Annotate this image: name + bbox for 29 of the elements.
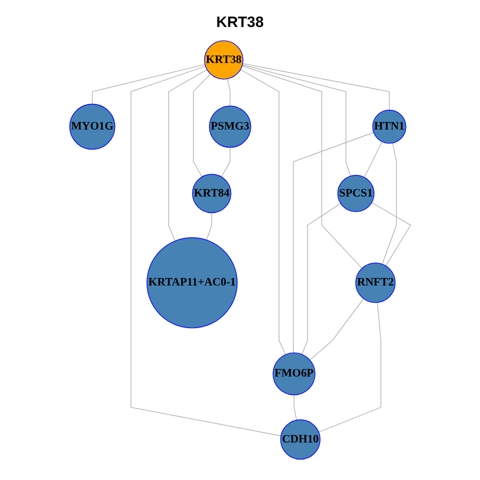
connector <box>168 69 208 242</box>
connector <box>242 64 351 176</box>
connector <box>318 302 382 433</box>
node-circle: RNFT2 <box>355 262 396 303</box>
connector <box>92 64 206 104</box>
connector <box>242 63 390 110</box>
title: KRT38 <box>216 14 264 31</box>
connector <box>206 212 212 240</box>
connector <box>242 66 362 269</box>
connector <box>240 69 286 356</box>
connector <box>220 147 230 178</box>
connector <box>294 394 297 420</box>
connector <box>130 66 282 436</box>
node-circle: PSMG3 <box>208 106 251 148</box>
connector <box>382 142 397 265</box>
connector <box>192 73 211 178</box>
node-circle: KRT84 <box>192 174 232 214</box>
node-circle: SPCS1 <box>337 174 374 212</box>
node-circle: CDH10 <box>280 419 320 460</box>
node-circle: MYO1G <box>69 104 116 150</box>
connector <box>309 298 364 360</box>
node-circle: HTN1 <box>372 110 406 144</box>
node-circle: KRTAP11+AC0-1 <box>146 237 238 328</box>
connector <box>364 141 382 178</box>
node-circle: FMO6P <box>272 352 316 396</box>
connector <box>371 202 411 266</box>
connector <box>301 203 341 355</box>
connector <box>227 78 230 106</box>
node-circle: KRT38 <box>204 40 244 80</box>
